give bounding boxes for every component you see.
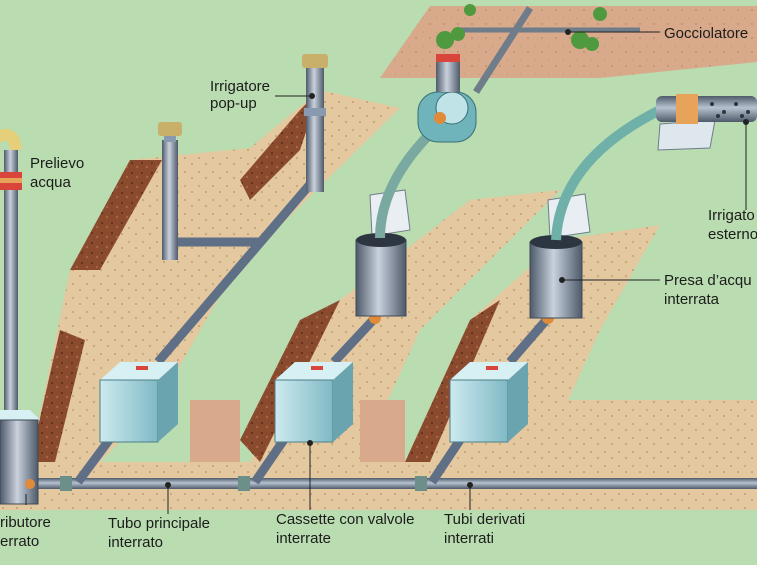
label-irrigatore-popup-2: pop-up <box>210 95 257 112</box>
plants <box>436 4 607 51</box>
label-irrigatore-esterno-1: Irrigato <box>708 207 755 224</box>
label-distributore-1: ributore <box>0 514 51 531</box>
label-tubi-derivati-1: Tubi derivati <box>444 511 525 528</box>
water-intake <box>0 129 22 430</box>
label-tubi-derivati-2: interrati <box>444 530 494 547</box>
drip-filter-unit <box>417 6 640 143</box>
valve-box-2 <box>274 362 353 443</box>
label-distributore-2: errato <box>0 533 39 550</box>
label-prelievo-1: Prelievo <box>30 155 84 172</box>
drip-bed <box>380 6 757 78</box>
popup-sprinkler-left <box>158 122 182 260</box>
label-cassette-2: interrate <box>276 530 331 547</box>
label-cassette-1: Cassette con valvole <box>276 511 414 528</box>
popup-sprinkler-right <box>302 54 328 192</box>
label-irrigatore-esterno-2: esterno <box>708 226 757 243</box>
label-tubo-principale-2: interrato <box>108 534 163 551</box>
main-pipe <box>20 476 757 491</box>
distributor-box <box>0 410 40 505</box>
label-gocciolatore: Gocciolatore <box>664 25 748 42</box>
label-presa-2: interrata <box>664 291 720 308</box>
callout-lines <box>25 29 749 514</box>
label-tubo-principale-1: Tubo principale <box>108 515 210 532</box>
external-sprinkler <box>656 94 757 151</box>
valve-box-3 <box>449 362 528 443</box>
label-presa-1: Presa d’acqu <box>664 272 752 289</box>
label-prelievo-2: acqua <box>30 174 72 191</box>
label-irrigatore-popup-1: Irrigatore <box>210 78 270 95</box>
valve-box-1 <box>99 362 178 443</box>
